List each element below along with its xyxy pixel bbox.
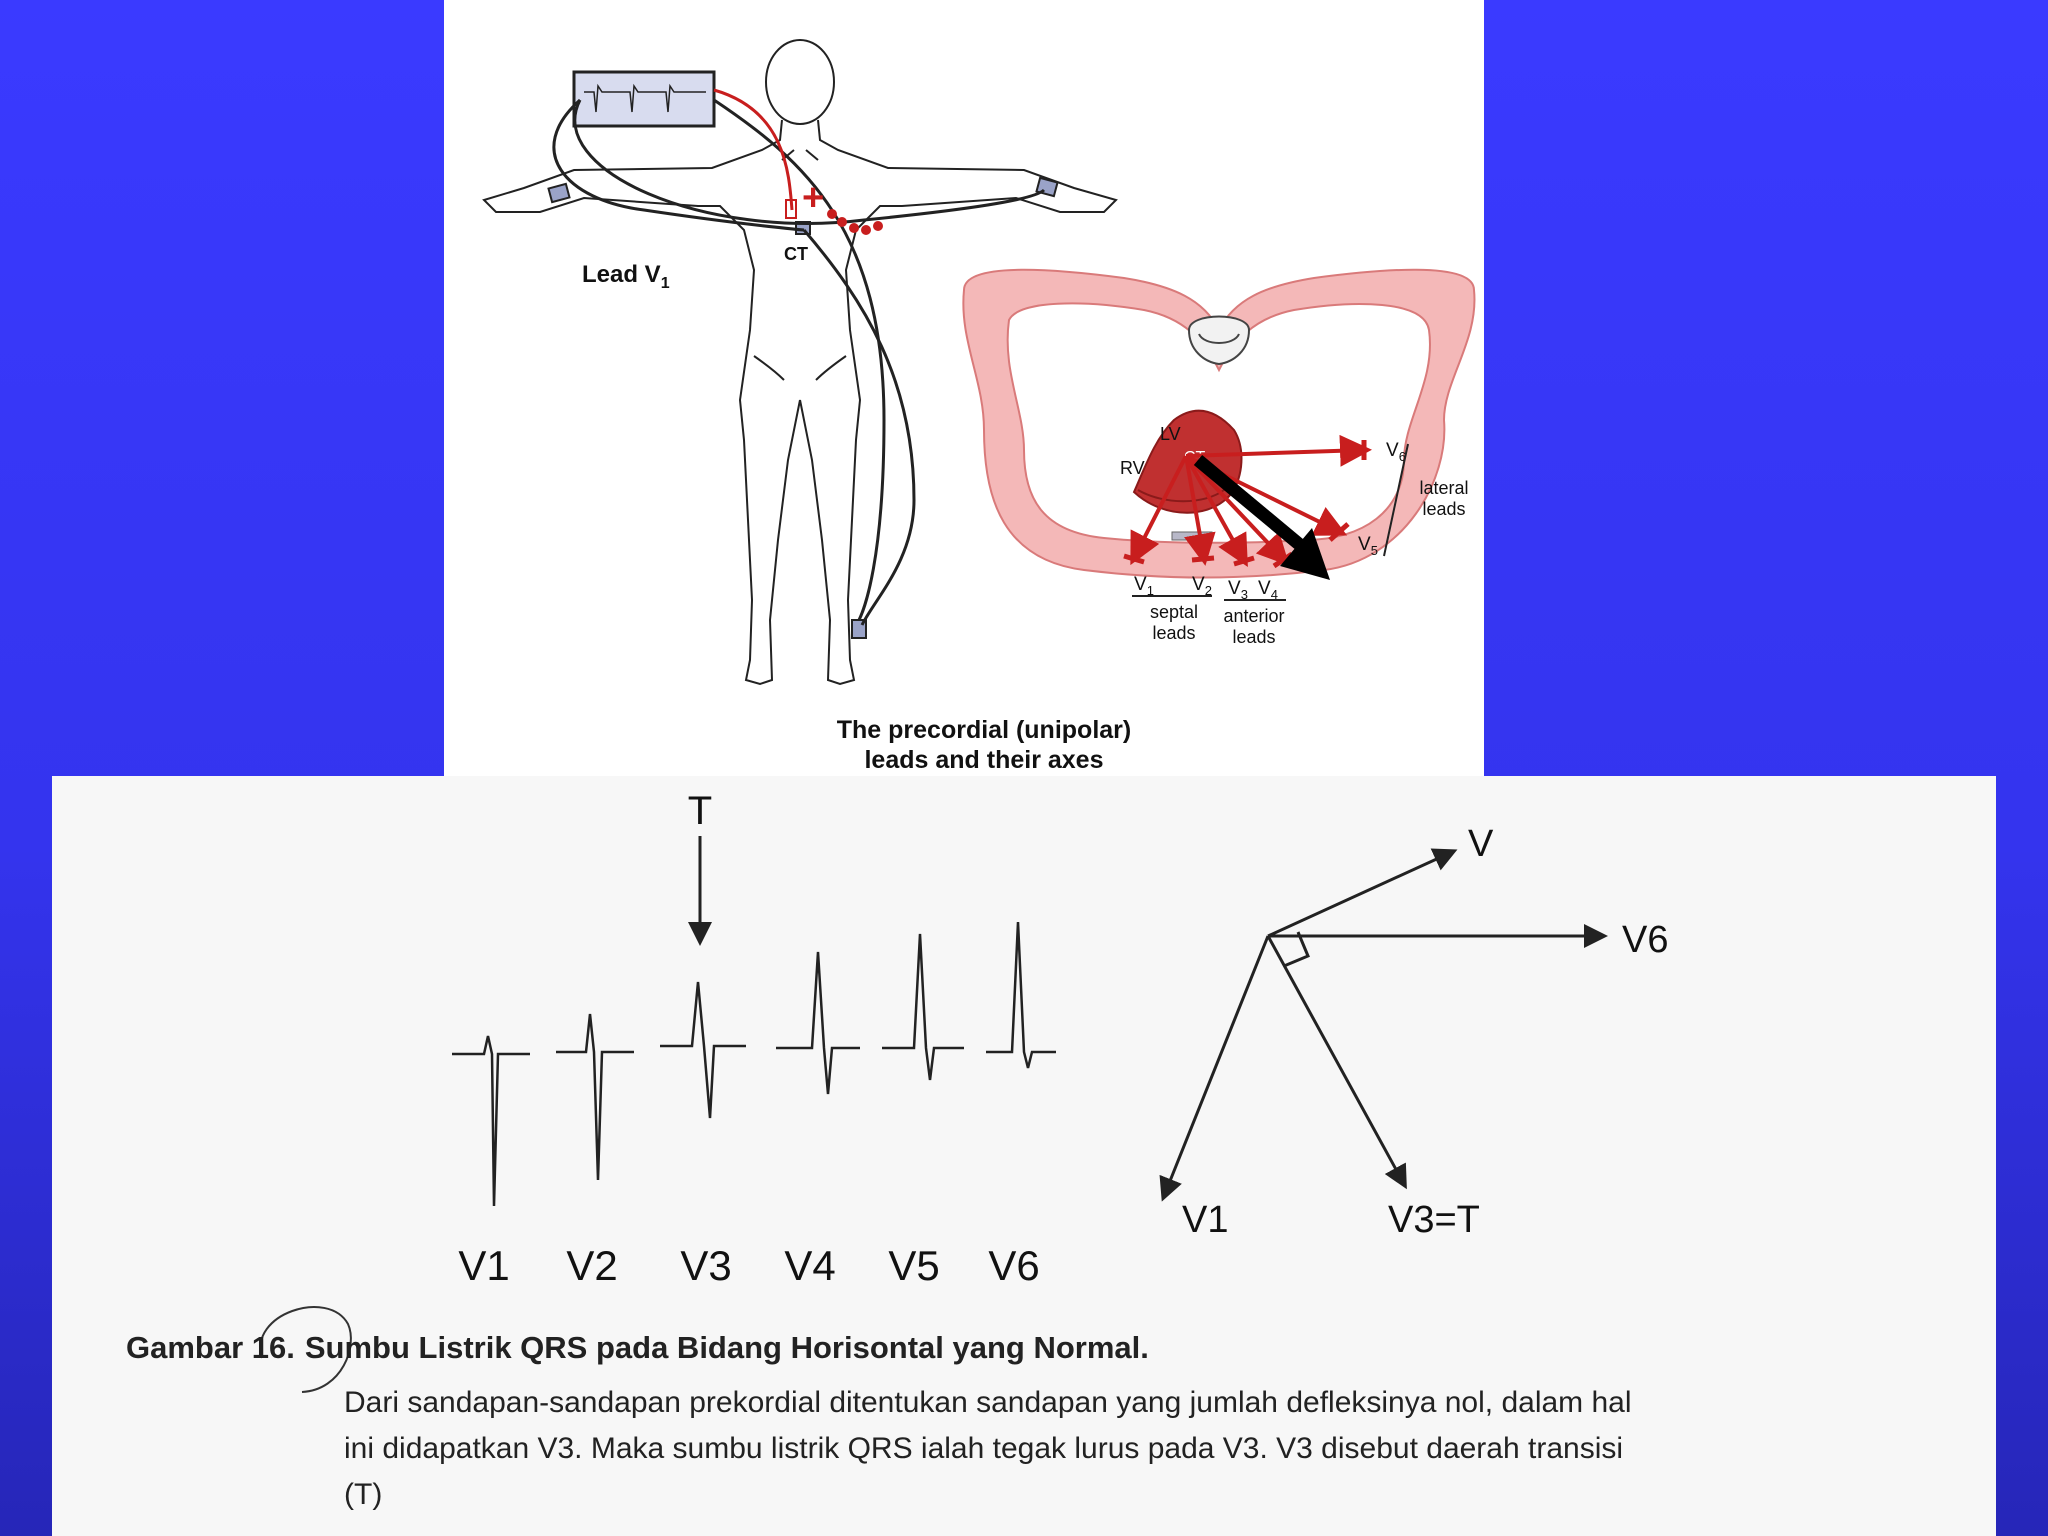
vector-v1-label: V1 [1182,1199,1228,1241]
qrs-complex-v2 [556,1013,634,1181]
v2-axis-arrow [1184,455,1216,566]
vector-v3-label: V3=T [1388,1199,1480,1241]
handwritten-circle [259,1306,352,1393]
vector-v-label: V [1468,823,1494,865]
figure-caption-title: Gambar 16. Sumbu Listrik QRS pada Bidang … [126,1330,1149,1366]
caption-line-1: Dari sandapan-sandapan prekordial ditent… [344,1386,1632,1419]
top-figure-caption: The precordial (unipolar)leads and their… [837,716,1131,774]
v4-axis-arrow [1184,454,1290,566]
v1-axis-arrow [1130,455,1188,566]
axis-vectors [1159,848,1608,1202]
lead-label-v3: V3 [1228,578,1248,602]
qrs-axis-arrow [1193,455,1330,580]
ct-label: CT [784,244,808,264]
qrs-complex-v6 [986,921,1056,1069]
human-body-outline [482,39,1118,686]
v6-axis-arrow [1185,434,1372,467]
qrs-label-v6: V6 [988,1242,1039,1289]
qrs-label-v1: V1 [458,1242,509,1289]
lead-label-v2: V2 [1192,574,1212,598]
v1-red-wire [713,88,794,211]
vector-v6-label: V6 [1622,919,1668,961]
plus-sign: + [802,177,824,219]
lv-label: LV [1160,424,1181,444]
lead-label-v5: V5 [1358,534,1378,558]
figure-title: Sumbu Listrik QRS pada Bidang Horisontal… [304,1330,1149,1365]
qrs-label-v2: V2 [566,1242,617,1289]
qrs-axis-drawing: T V1 V2 V3 V4 V5 V6 V V6 V [259,789,1668,1393]
figure-caption-body: Dari sandapan-sandapan prekordial ditent… [344,1380,1964,1518]
v3-axis-arrow [1184,455,1248,567]
precordial-leads-drawing: + CT Lead V1 LV RV CT [482,39,1476,774]
ecg-monitor-icon [572,70,716,128]
right-angle-mark [1283,931,1310,968]
qrs-label-v4: V4 [784,1242,835,1289]
qrs-axis-figure: T V1 V2 V3 V4 V5 V6 V V6 V [52,776,1996,1536]
chest-electrode-dots [785,199,883,235]
lead-labels: V1 V2 V3 V4 V5 V6 [1134,440,1406,602]
figure-number: Gambar 16. [126,1330,295,1365]
lead-label-v1: V1 [1134,574,1154,598]
lateral-bar [1383,443,1409,557]
qrs-complexes [452,921,1056,1207]
vector-v1 [1159,935,1270,1202]
qrs-complex-v5 [882,933,964,1081]
lead-label-v6: V6 [1386,440,1406,464]
transition-marker-label: T [688,789,712,833]
caption-line-2: ini didapatkan V3. Maka sumbu listrik QR… [344,1432,1624,1465]
lead-electrode-bars [1123,440,1367,569]
qrs-label-v3: V3 [680,1242,731,1289]
qrs-complex-v3 [660,981,746,1119]
rv-label: RV [1120,458,1145,478]
lead-v1-label: Lead V1 [582,261,670,292]
vector-v3 [1266,935,1407,1190]
lead-label-v4: V4 [1258,578,1278,602]
qrs-complex-v4 [776,951,860,1095]
qrs-label-v5: V5 [888,1242,939,1289]
caption-line-3: (T) [344,1478,383,1511]
vector-v [1267,848,1458,938]
qrs-complex-v1 [452,1035,530,1207]
lead-wires [552,98,1046,626]
precordial-leads-figure: + CT Lead V1 LV RV CT [444,0,1484,776]
qrs-lead-labels: V1 V2 V3 V4 V5 V6 [458,1242,1039,1289]
